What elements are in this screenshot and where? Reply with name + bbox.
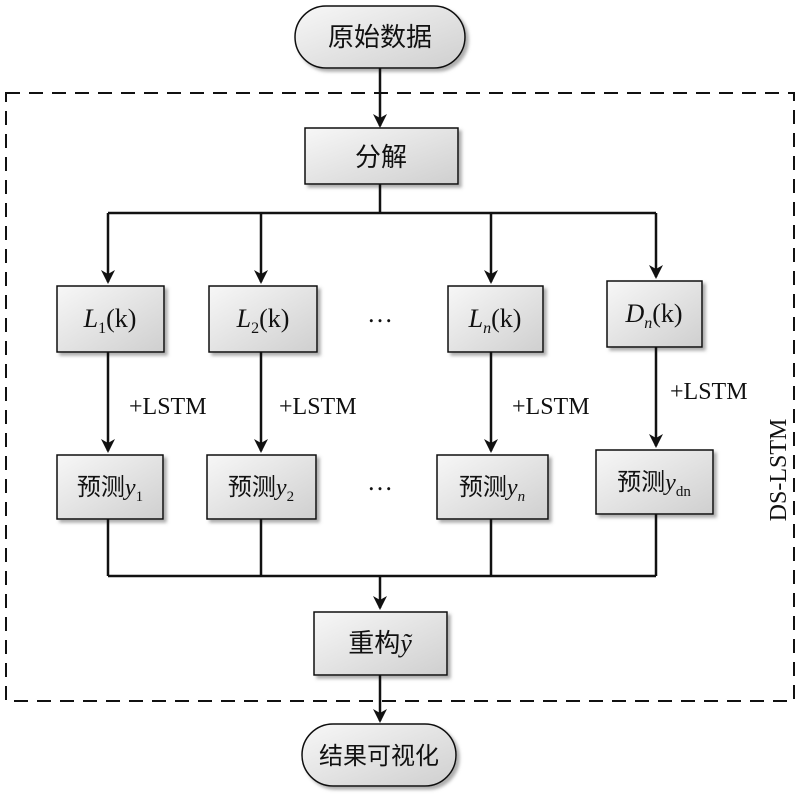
prediction-label-dn: 预测ydn <box>617 469 691 500</box>
component-node-2: L2(k) <box>208 285 318 353</box>
reconstruct-label: 重构ỹ <box>348 629 413 658</box>
component-node-1: L1(k) <box>56 285 165 353</box>
prediction-node-2: 预测y2 <box>206 454 317 520</box>
reconstruct-node: 重构ỹ <box>313 611 448 676</box>
component-node-dn: Dn(k) <box>606 280 703 348</box>
frame-label: DS-LSTM <box>766 419 792 522</box>
component-label-n: Ln(k) <box>468 304 522 337</box>
ellipsis-components: … <box>367 299 393 328</box>
prediction-label-n: 预测yn <box>459 474 525 505</box>
end-node: 结果可视化 <box>301 723 457 787</box>
start-node: 原始数据 <box>294 5 466 69</box>
prediction-node-1: 预测y1 <box>56 454 164 520</box>
lstm-label-n: +LSTM <box>512 394 590 420</box>
ds-lstm-frame <box>5 92 795 702</box>
prediction-label-1: 预测y1 <box>77 474 143 505</box>
component-node-n: Ln(k) <box>447 285 544 353</box>
end-node-label: 结果可视化 <box>319 743 439 770</box>
lstm-label-1: +LSTM <box>129 394 207 420</box>
decompose-label: 分解 <box>355 143 407 172</box>
prediction-label-2: 预测y2 <box>228 474 294 505</box>
lstm-label-2: +LSTM <box>279 394 357 420</box>
ellipsis-predictions: … <box>367 467 393 496</box>
lstm-connectors <box>101 347 663 453</box>
decompose-node: 分解 <box>304 127 459 185</box>
component-label-dn: Dn(k) <box>624 299 682 332</box>
branch-connectors <box>101 184 663 284</box>
prediction-node-n: 预测yn <box>436 454 549 520</box>
component-label-1: L1(k) <box>83 304 137 337</box>
merge-connectors <box>106 514 658 610</box>
component-label-2: L2(k) <box>236 304 290 337</box>
lstm-label-dn: +LSTM <box>670 379 748 405</box>
prediction-node-dn: 预测ydn <box>595 449 714 515</box>
start-node-label: 原始数据 <box>328 23 432 52</box>
